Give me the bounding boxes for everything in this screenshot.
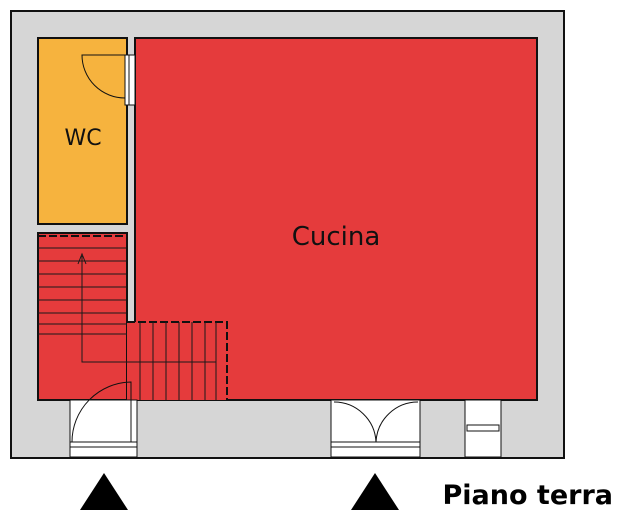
wc-door [81,54,136,106]
window-right [464,399,502,458]
room-wc [37,37,128,225]
entrance-door-cucina [330,399,421,458]
stair-direction-arrow [81,256,216,363]
entrance-arrow-left [80,473,128,510]
room-label-wc: WC [64,126,101,151]
floor-title: Piano terra [442,480,613,511]
room-label-cucina: Cucina [292,222,381,252]
entrance-arrow-cucina [351,473,399,510]
staircase [37,232,228,401]
entrance-door-left [69,381,138,458]
